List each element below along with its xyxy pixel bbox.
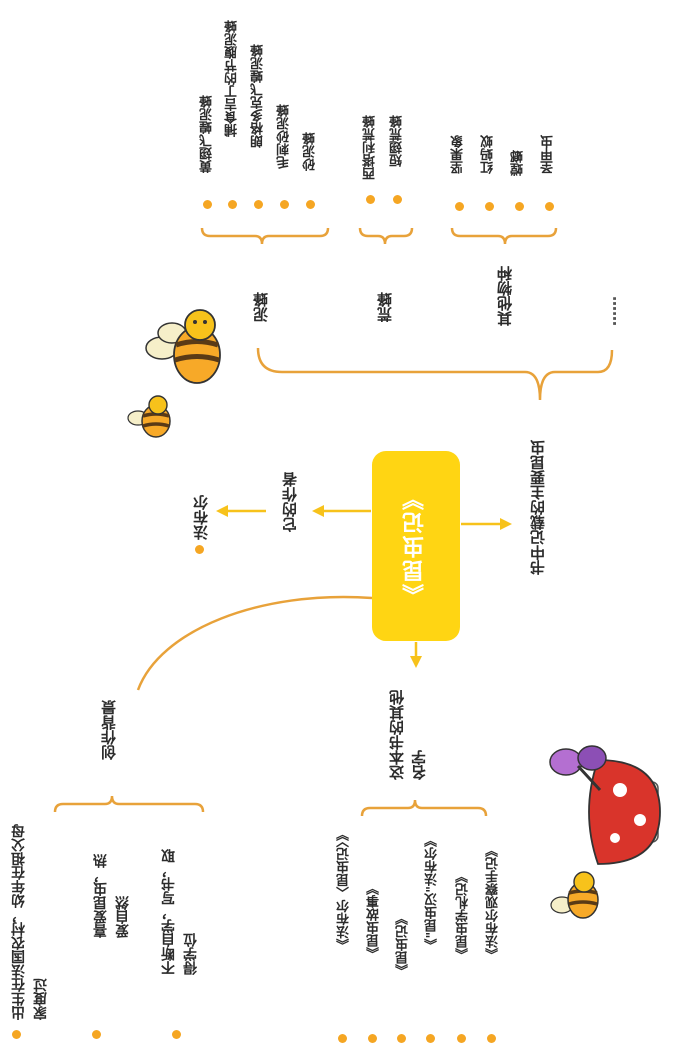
other-name-item: 《法布尔观察手记》	[486, 844, 501, 961]
author-name: 法布尔	[192, 495, 210, 540]
center-node	[372, 451, 460, 641]
other-name-item: 《"昆虫汉"法布尔》	[425, 834, 440, 952]
mud-wasp-item: 毛刺砂泥蜂	[277, 104, 292, 169]
mud-wasp-bullet	[306, 200, 315, 209]
other-species-bullet	[545, 202, 554, 211]
brace-other-names	[360, 799, 488, 817]
background-item: 不断自学，写书，取得学位	[161, 849, 199, 975]
bee-item: 短翅荒蜂	[390, 115, 405, 167]
author-bullet	[195, 545, 204, 554]
mud-wasp-bullet	[228, 200, 237, 209]
other-name-bullet	[397, 1034, 406, 1043]
other-name-bullet	[487, 1034, 496, 1043]
background-bullet	[12, 1030, 21, 1039]
bee-small-icon	[127, 395, 171, 438]
other-name-bullet	[457, 1034, 466, 1043]
bee-large-icon	[145, 309, 221, 384]
other-name-bullet	[426, 1034, 435, 1043]
background-bullet	[172, 1030, 181, 1039]
author-label: 它的作者	[281, 472, 299, 532]
curve-to-background	[136, 595, 373, 691]
other-species-item: 圣甲虫	[541, 135, 556, 174]
insect-group-name: 泥蜂	[252, 292, 270, 322]
brace-other-species	[450, 227, 558, 245]
mud-wasp-bullet	[254, 200, 263, 209]
bee-item: 西塔利荒蜂	[363, 115, 378, 180]
brace-bees	[358, 227, 414, 245]
background-bullet	[92, 1030, 101, 1039]
other-name-item: 《昆虫记》	[396, 912, 411, 977]
mud-wasp-item: 捕食吉丁的节腹泥蜂	[225, 20, 240, 137]
background-label: 创作背景	[100, 700, 118, 760]
other-names-label: 这本书的其他名字	[386, 690, 430, 780]
other-name-item: 《昆虫学札记》	[456, 870, 471, 961]
other-species-bullet	[455, 202, 464, 211]
mud-wasp-bullet	[280, 200, 289, 209]
insects-label: 书中记载的主要昆虫	[529, 440, 547, 575]
other-name-bullet	[338, 1034, 347, 1043]
other-name-bullet	[368, 1034, 377, 1043]
other-species-bullet	[515, 202, 524, 211]
other-name-item: 《昆虫故事》	[367, 882, 382, 960]
center-title-box: 《昆虫记》	[372, 451, 460, 641]
mushroom-butterfly-icon	[549, 745, 661, 865]
other-species-item: 螳螂	[511, 150, 526, 176]
insect-group-name: 其他物种	[496, 266, 514, 326]
background-item: 喜爱昆虫，热爱自然	[93, 854, 131, 938]
mud-wasp-item: 砂泥蜂	[303, 132, 318, 171]
brace-background	[53, 795, 205, 813]
insect-group-name: ……	[602, 296, 620, 326]
other-name-item: 《法布尔〈昆虫记〉》	[337, 828, 352, 952]
mud-wasp-item: 黄翅飞蝗泥蜂	[200, 95, 215, 173]
other-species-item: 红蚂蚁	[481, 135, 496, 174]
other-names-label-text: 这本书的其他名字	[388, 690, 428, 780]
mud-wasp-bullet	[203, 200, 212, 209]
center-title: 《昆虫记》	[403, 486, 428, 606]
bee-bullet	[366, 195, 375, 204]
other-species-item: 坚果象	[451, 135, 466, 174]
bee-bullet	[393, 195, 402, 204]
brace-insects	[256, 347, 614, 401]
background-item: 出生在法国农村，幼年在祖父母家度过	[11, 824, 49, 1020]
insect-group-name: 荒蜂	[376, 292, 394, 322]
mud-wasp-item: 朗格多克飞蝗泥蜂	[251, 44, 266, 148]
other-species-bullet	[485, 202, 494, 211]
bee-bottom-icon	[550, 871, 599, 919]
brace-mud-wasps	[200, 227, 330, 245]
